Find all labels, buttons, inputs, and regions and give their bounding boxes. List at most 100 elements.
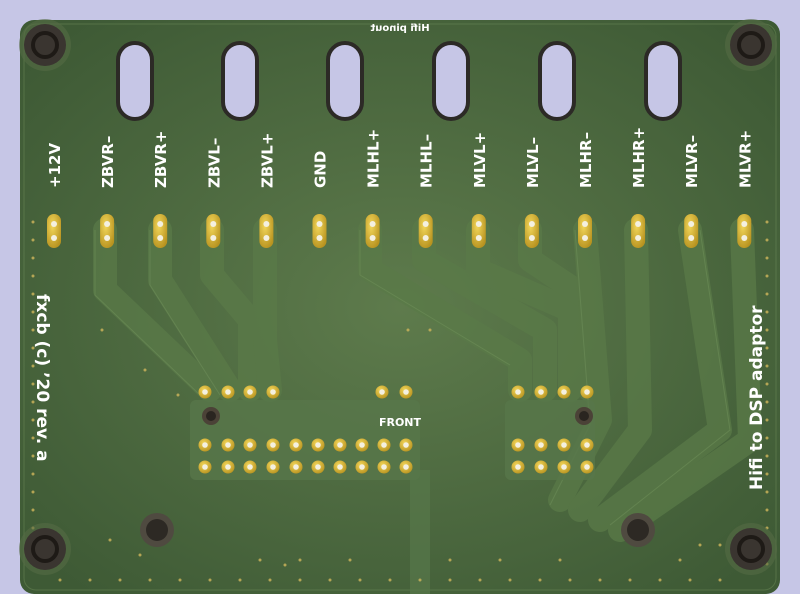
via	[448, 578, 452, 582]
mounting-hole-bottom-left	[19, 523, 71, 575]
via	[698, 543, 702, 547]
connector-pin	[534, 438, 548, 452]
via	[31, 220, 35, 224]
via	[31, 382, 35, 386]
top-mirrored-label: Hifi pinout	[370, 23, 429, 34]
via	[538, 578, 542, 582]
pin-pad	[631, 214, 646, 248]
connector-pin	[511, 385, 525, 399]
via	[178, 578, 182, 582]
pin-pad	[259, 214, 274, 248]
pin-label: ZBVL–	[205, 138, 223, 188]
via	[31, 310, 35, 314]
pin-pad	[578, 214, 592, 248]
via	[138, 553, 142, 557]
pin-label: MLVL–	[524, 137, 542, 188]
via	[31, 472, 35, 476]
connector-mount-hole-right	[575, 407, 593, 425]
connector-pin	[243, 460, 257, 474]
via	[765, 310, 769, 314]
via	[428, 328, 432, 332]
via	[765, 436, 769, 440]
pin-pad	[471, 214, 486, 248]
mounting-hole-bottom-right	[725, 523, 777, 575]
via	[765, 364, 769, 368]
via	[718, 578, 722, 582]
pin-pad	[737, 214, 752, 248]
via	[31, 364, 35, 368]
connector-pin	[333, 460, 347, 474]
connector-pin	[511, 460, 525, 474]
via	[31, 454, 35, 458]
connector-pin	[311, 460, 325, 474]
pin-label: MLHR+	[630, 127, 648, 188]
connector-pin	[399, 460, 413, 474]
pin-pad	[47, 214, 61, 248]
via	[31, 238, 35, 242]
via	[558, 558, 562, 562]
via	[100, 328, 104, 332]
left-credit-text: fxcb (c) ’20 rev. a	[32, 294, 52, 462]
via	[118, 578, 122, 582]
connector-pin	[377, 438, 391, 452]
via	[31, 400, 35, 404]
via	[765, 490, 769, 494]
connector-pin	[221, 460, 235, 474]
pin-label: MLVR–	[683, 135, 701, 188]
cable-slots	[116, 41, 682, 121]
pin-pad	[365, 214, 380, 248]
connector-pin	[221, 385, 235, 399]
pin-pad	[684, 214, 699, 248]
connector-pin	[243, 385, 257, 399]
via	[406, 328, 410, 332]
pin-label: MLHL+	[365, 129, 383, 188]
mounting-hole-top-left	[19, 19, 71, 71]
via	[31, 508, 35, 512]
pin-label: MLVL+	[471, 132, 489, 188]
mounting-hole-top-right	[725, 19, 777, 71]
via	[208, 578, 212, 582]
connector-pin	[580, 385, 594, 399]
via	[718, 543, 722, 547]
pin-label: ZBVL+	[258, 133, 276, 188]
connector-mount-hole-left	[202, 407, 220, 425]
pin-pad	[100, 214, 115, 248]
connector-pin	[266, 385, 280, 399]
pin-pad-row	[47, 214, 752, 248]
via	[765, 238, 769, 242]
via	[298, 578, 302, 582]
pin-pad	[153, 214, 168, 248]
via	[765, 274, 769, 278]
connector-pin	[355, 460, 369, 474]
connector-pin	[266, 438, 280, 452]
via	[765, 292, 769, 296]
connector-pin	[580, 438, 594, 452]
connector-pin	[399, 438, 413, 452]
connector-pin	[221, 438, 235, 452]
via	[598, 578, 602, 582]
via	[31, 256, 35, 260]
via	[176, 393, 180, 397]
via-dots	[31, 220, 769, 582]
connector-pin	[534, 385, 548, 399]
via	[765, 220, 769, 224]
connector-pin	[311, 438, 325, 452]
via	[765, 382, 769, 386]
pin-label: ZBVR+	[152, 131, 170, 188]
via	[678, 558, 682, 562]
pin-pad	[312, 214, 327, 248]
connector-pin	[198, 438, 212, 452]
front-label: FRONT	[379, 416, 422, 429]
via	[478, 578, 482, 582]
via	[31, 346, 35, 350]
pin-label: GND	[312, 151, 330, 188]
standoff-hole-left	[140, 513, 174, 547]
via	[765, 328, 769, 332]
connector-pin	[266, 460, 280, 474]
via	[31, 418, 35, 422]
via	[508, 578, 512, 582]
via	[31, 292, 35, 296]
via	[31, 490, 35, 494]
pin-label: +12V	[46, 143, 64, 188]
